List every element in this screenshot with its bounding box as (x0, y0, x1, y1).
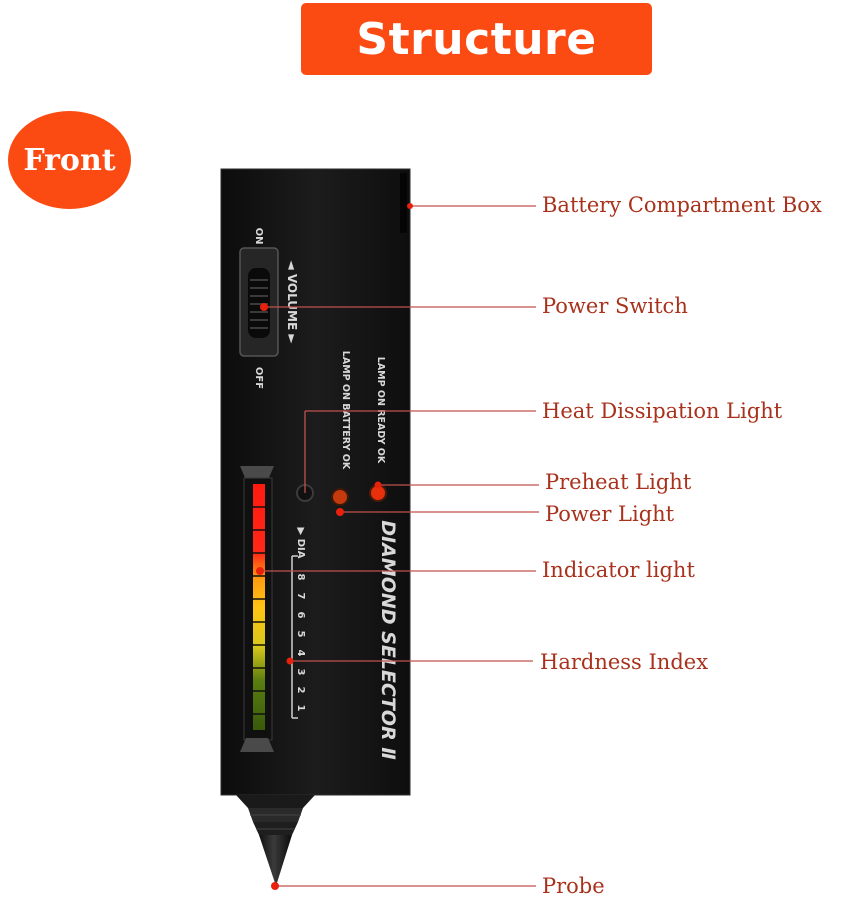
scale-7: 7 (295, 593, 306, 600)
callout-battery-compartment-box: Battery Compartment Box (542, 193, 822, 217)
hardness-scale (291, 555, 298, 719)
probe-cone (259, 835, 292, 886)
front-badge: Front (8, 111, 131, 209)
lamp-battery-text: LAMP ON BATTERY OK (340, 351, 351, 470)
scale-4: 4 (295, 650, 306, 657)
front-badge-text: Front (23, 142, 116, 178)
scale-6: 6 (295, 612, 306, 619)
scale-1: 1 (295, 705, 306, 712)
led-bar (253, 484, 265, 730)
switch-on-text: ON (253, 228, 264, 245)
scale-2: 2 (295, 687, 306, 694)
battery-compartment-seam (400, 173, 407, 233)
callout-power-switch: Power Switch (542, 294, 688, 318)
leader-lines (260, 205, 539, 887)
dia-text: ▶ DIA (295, 528, 306, 559)
switch-off-text: OFF (253, 367, 264, 389)
lamp-ready-text: LAMP ON READY OK (375, 357, 386, 464)
leader-dots (256, 203, 413, 890)
callout-hardness-index: Hardness Index (540, 650, 709, 674)
callout-power-light: Power Light (545, 502, 675, 526)
led-bar-bottom-cap (240, 738, 274, 752)
scale-5: 5 (295, 631, 306, 638)
volume-text: ◄ VOLUME ► (285, 260, 299, 344)
callout-probe: Probe (542, 874, 605, 898)
title-banner: Structure (301, 3, 652, 75)
title-text: Structure (356, 13, 597, 65)
brand-text: DIAMOND SELECTOR Ⅱ (377, 520, 399, 760)
led-bar-top-cap (240, 466, 274, 480)
probe-grip (248, 808, 303, 835)
callout-indicator-light: Indicator light (542, 558, 695, 582)
scale-3: 3 (295, 669, 306, 676)
led-segment-gaps (253, 506, 265, 715)
power-lamp (331, 488, 349, 506)
scale-8: 8 (295, 574, 306, 581)
callout-heat-dissipation-light: Heat Dissipation Light (542, 399, 783, 423)
callout-preheat-light: Preheat Light (545, 470, 692, 494)
probe-collar (236, 795, 315, 808)
